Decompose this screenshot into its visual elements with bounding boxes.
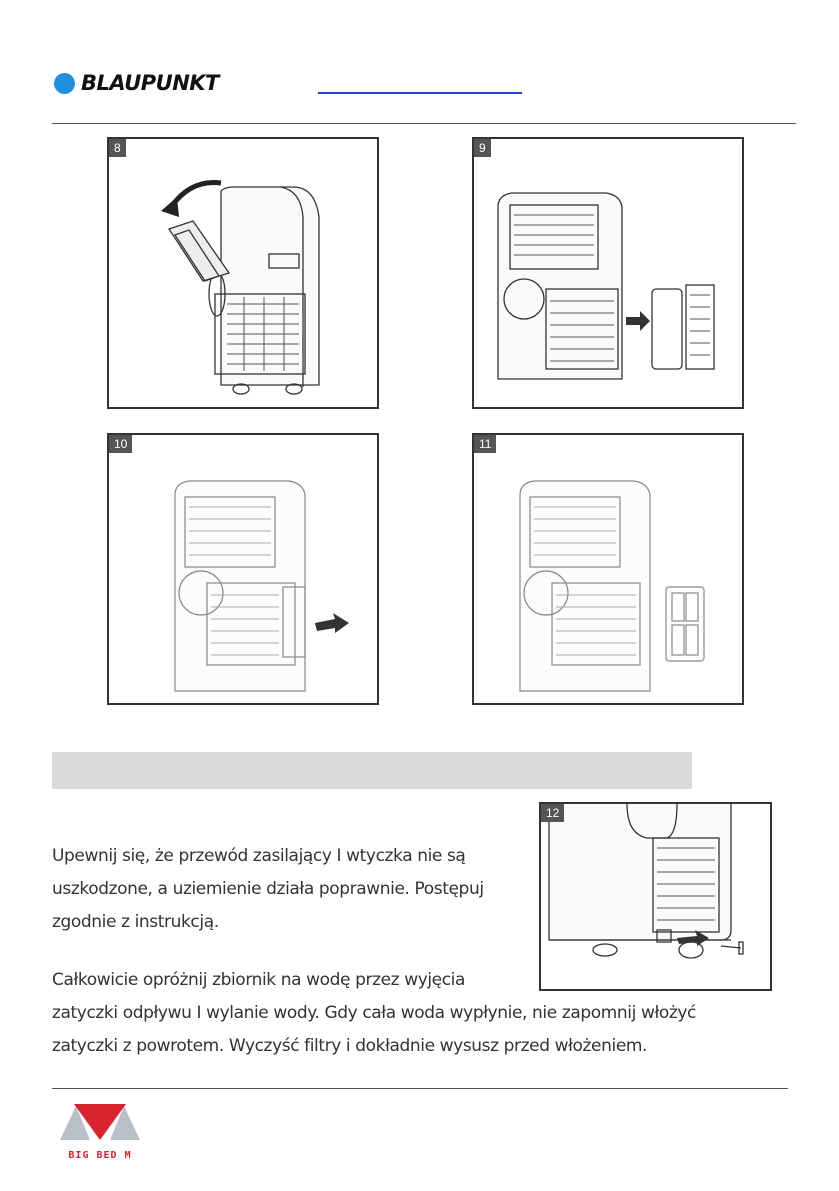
figure-number: 10 — [109, 435, 133, 453]
figure-number: 11 — [474, 435, 497, 453]
paragraph-line: zatyczki odpływu I wylanie wody. Gdy cał… — [52, 1003, 697, 1023]
header-divider — [52, 123, 796, 124]
figure-number: 9 — [474, 139, 491, 157]
paragraph-line: zatyczki z powrotem. Wyczyść filtry i do… — [52, 1036, 648, 1056]
header-link-underline[interactable] — [318, 92, 522, 94]
figure-number: 12 — [541, 804, 565, 822]
figure-9-illustration — [497, 192, 715, 380]
section-heading-bar — [52, 752, 692, 789]
figure-11-illustration — [519, 480, 705, 692]
figure-10-illustration — [174, 480, 349, 692]
footer-logo: BIG BED M — [60, 1100, 140, 1165]
paragraph-2: Całkowicie opróżnij zbiornik na wodę prz… — [52, 964, 792, 1063]
figure-8-illustration — [161, 180, 320, 395]
figure-12: 12 — [539, 802, 772, 991]
brand-logo: BLAUPUNKT — [54, 70, 219, 96]
brand-dot-icon — [54, 72, 75, 94]
paragraph-line: uszkodzone, a uziemienie działa poprawni… — [52, 879, 484, 899]
figure-11: 11 — [472, 433, 744, 705]
paragraph-1: Upewnij się, że przewód zasilający I wty… — [52, 840, 532, 939]
paragraph-line: Całkowicie opróżnij zbiornik na wodę prz… — [52, 970, 466, 990]
figure-8: 8 — [107, 137, 379, 409]
figure-number: 8 — [109, 139, 126, 157]
paragraph-line: zgodnie z instrukcją. — [52, 912, 219, 932]
bigbed-logo-icon: BIG BED M — [60, 1104, 140, 1161]
figure-9: 9 — [472, 137, 744, 409]
paragraph-line: Upewnij się, że przewód zasilający I wty… — [52, 846, 466, 866]
footer-divider — [52, 1088, 788, 1089]
figure-12-illustration — [548, 804, 744, 959]
svg-text:BIG BED M: BIG BED M — [68, 1150, 131, 1161]
figure-10: 10 — [107, 433, 379, 705]
brand-name: BLAUPUNKT — [81, 71, 219, 95]
